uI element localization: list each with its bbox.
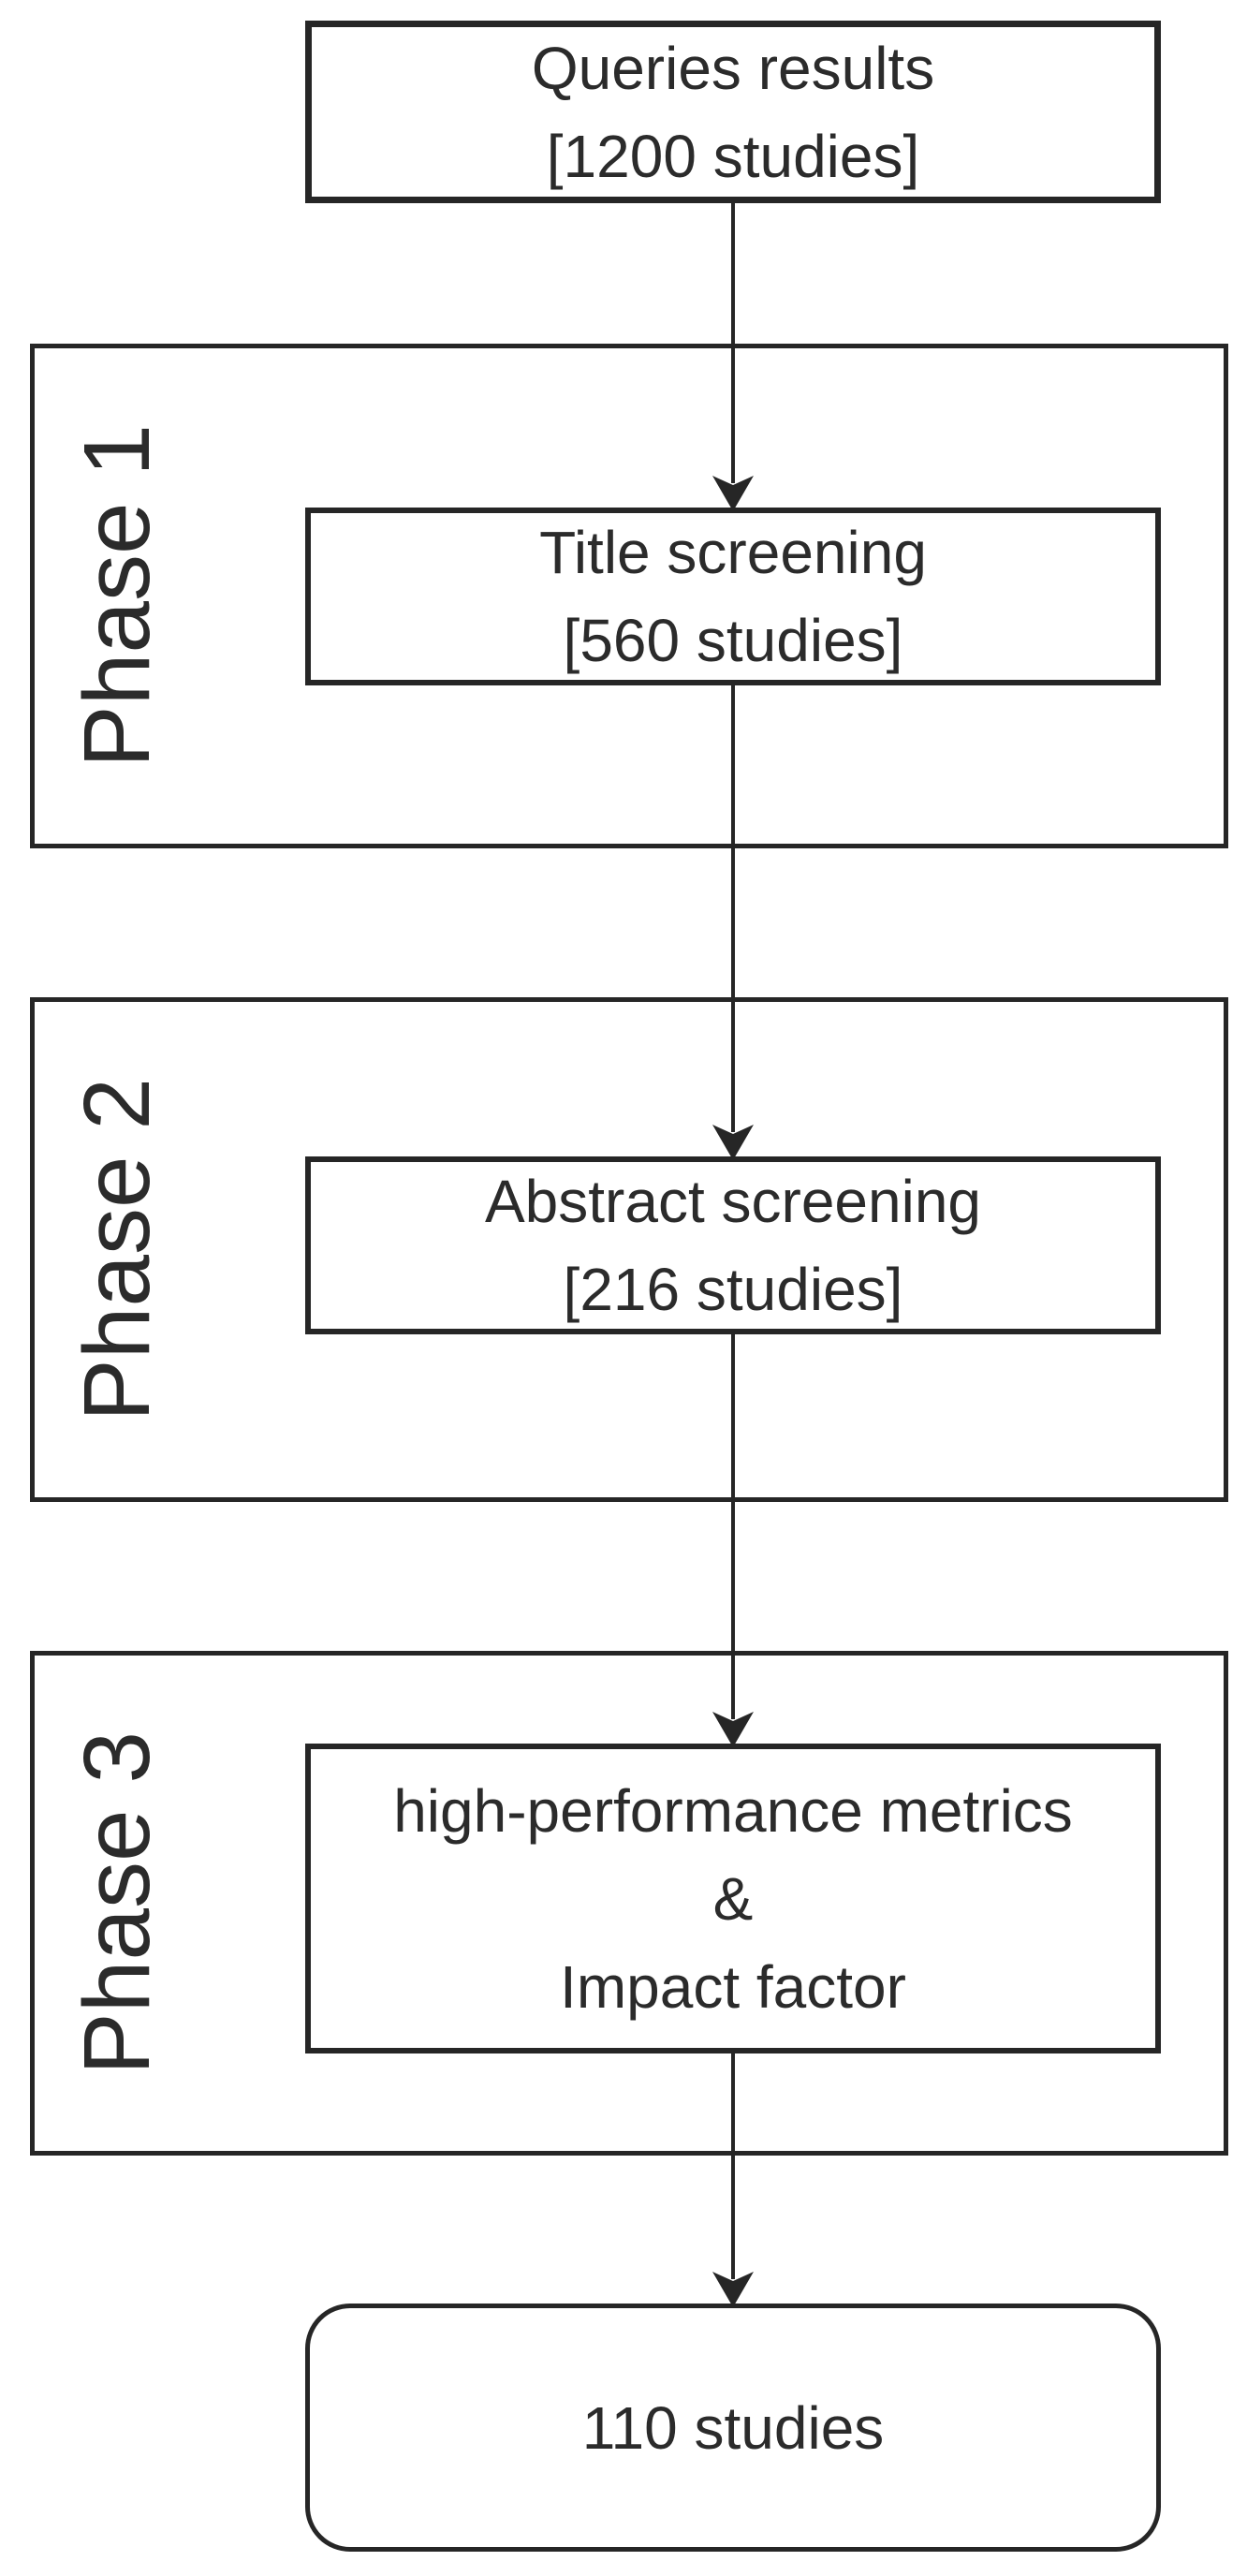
phase-3-label-text: Phase 3 [64,1731,169,2075]
node-abstract-screening-line-1: Abstract screening [484,1168,982,1235]
node-metrics-line-2: & [712,1864,754,1933]
phase-1-label-text: Phase 1 [64,424,169,768]
phase-2-label: Phase 2 [37,997,197,1502]
node-queries-results-line-1: Queries results [531,34,935,102]
node-title-screening-line-1: Title screening [539,519,927,586]
node-queries-results-line-2: [1200 studies] [546,122,920,190]
phase-2-label-text: Phase 2 [64,1078,169,1421]
node-metrics-impact-factor: high-performance metrics & Impact factor [305,1744,1161,2053]
node-final-studies: 110 studies [305,2304,1161,2552]
node-abstract-screening-line-2: [216 studies] [563,1256,903,1323]
phase-3-container [30,1651,1228,2156]
node-abstract-screening: Abstract screening [216 studies] [305,1156,1161,1334]
phase-2-container [30,997,1228,1502]
phase-1-container [30,344,1228,848]
arrowhead-metrics-to-final [712,2272,754,2307]
phase-1-label: Phase 1 [37,344,197,848]
node-title-screening-line-2: [560 studies] [563,607,903,674]
node-final-studies-line-1: 110 studies [581,2393,885,2462]
node-title-screening: Title screening [560 studies] [305,508,1161,685]
node-queries-results: Queries results [1200 studies] [305,21,1161,203]
phase-3-label: Phase 3 [37,1651,197,2156]
node-metrics-line-1: high-performance metrics [393,1776,1073,1845]
node-metrics-line-3: Impact factor [560,1952,906,2021]
